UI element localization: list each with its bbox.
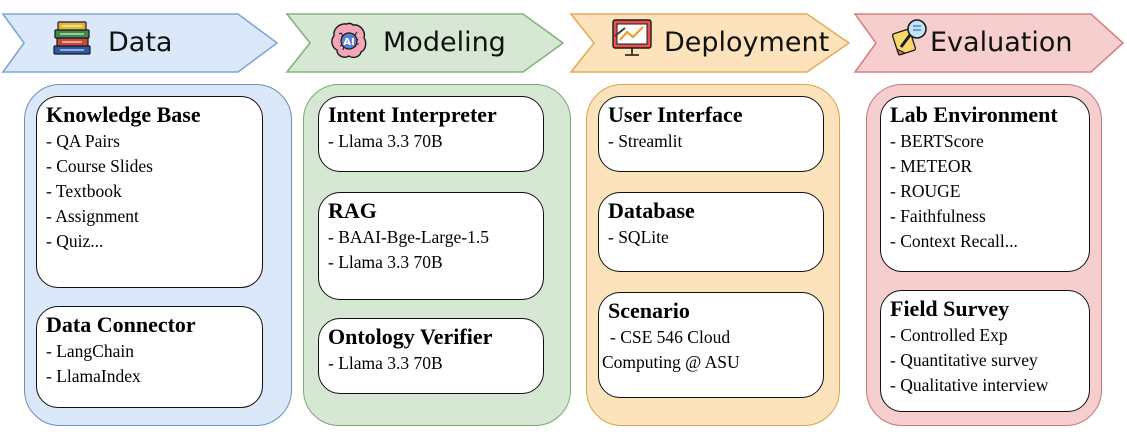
rag-card: RAG - BAAI-Bge-Large-1.5 - Llama 3.3 70B — [318, 192, 544, 300]
card-title: Data Connector — [46, 312, 196, 337]
ontology-verifier-card: Ontology Verifier - Llama 3.3 70B — [318, 318, 544, 394]
card-item: Computing @ ASU — [602, 352, 740, 372]
stage-label-deployment: Deployment — [664, 27, 830, 58]
user-interface-card: User Interface - Streamlit — [598, 96, 824, 172]
svg-text:AI: AI — [343, 37, 354, 48]
intent-interpreter-card: Intent Interpreter - Llama 3.3 70B — [318, 96, 544, 172]
card-title: Database — [608, 198, 695, 223]
card-item: - LangChain — [46, 341, 134, 361]
stage-label-evaluation: Evaluation — [930, 27, 1073, 58]
card-title: Lab Environment — [890, 102, 1058, 127]
card-title: User Interface — [608, 102, 743, 127]
magnifier-survey-icon — [891, 19, 927, 56]
ai-brain-icon: AI — [331, 22, 367, 59]
lab-environment-card: Lab Environment - BERTScore - METEOR - R… — [880, 96, 1090, 272]
card-item: - CSE 546 Cloud — [610, 327, 731, 347]
card-title: Knowledge Base — [46, 102, 201, 127]
card-title: Intent Interpreter — [328, 102, 497, 127]
card-item: - ROUGE — [890, 181, 961, 201]
presentation-board-icon — [612, 19, 652, 56]
card-item: - Textbook — [46, 181, 122, 201]
card-item: - QA Pairs — [46, 131, 120, 151]
books-icon — [53, 21, 91, 55]
card-item: - Course Slides — [46, 156, 153, 176]
card-item: - Llama 3.3 70B — [328, 252, 443, 272]
card-item: - Faithfulness — [890, 206, 986, 226]
field-survey-card: Field Survey - Controlled Exp - Quantita… — [880, 290, 1090, 412]
card-item: - SQLite — [608, 227, 669, 247]
scenario-card: Scenario - CSE 546 Cloud Computing @ ASU — [598, 292, 824, 398]
database-card: Database - SQLite — [598, 192, 824, 272]
card-item: - Llama 3.3 70B — [328, 131, 443, 151]
card-item: - Qualitative interview — [890, 375, 1049, 395]
card-title: RAG — [328, 198, 377, 223]
card-item: - Quiz... — [46, 231, 104, 251]
card-title: Ontology Verifier — [328, 324, 493, 349]
card-item: - Context Recall... — [890, 231, 1018, 251]
card-title: Field Survey — [890, 296, 1010, 321]
card-item: - Controlled Exp — [890, 325, 1008, 345]
card-item: - Llama 3.3 70B — [328, 353, 443, 373]
card-item: - Quantitative survey — [890, 350, 1038, 370]
data-connector-card: Data Connector - LangChain - LlamaIndex — [36, 306, 263, 408]
stage-label-data: Data — [108, 27, 173, 58]
card-item: - BERTScore — [890, 131, 984, 151]
card-item: - BAAI-Bge-Large-1.5 — [328, 227, 490, 247]
knowledge-base-card: Knowledge Base - QA Pairs - Course Slide… — [36, 96, 263, 288]
card-item: - Assignment — [46, 206, 139, 226]
card-item: - Streamlit — [608, 131, 683, 151]
stage-label-modeling: Modeling — [383, 27, 506, 58]
card-item: - LlamaIndex — [46, 366, 141, 386]
card-title: Scenario — [608, 298, 690, 323]
card-item: - METEOR — [890, 156, 973, 176]
